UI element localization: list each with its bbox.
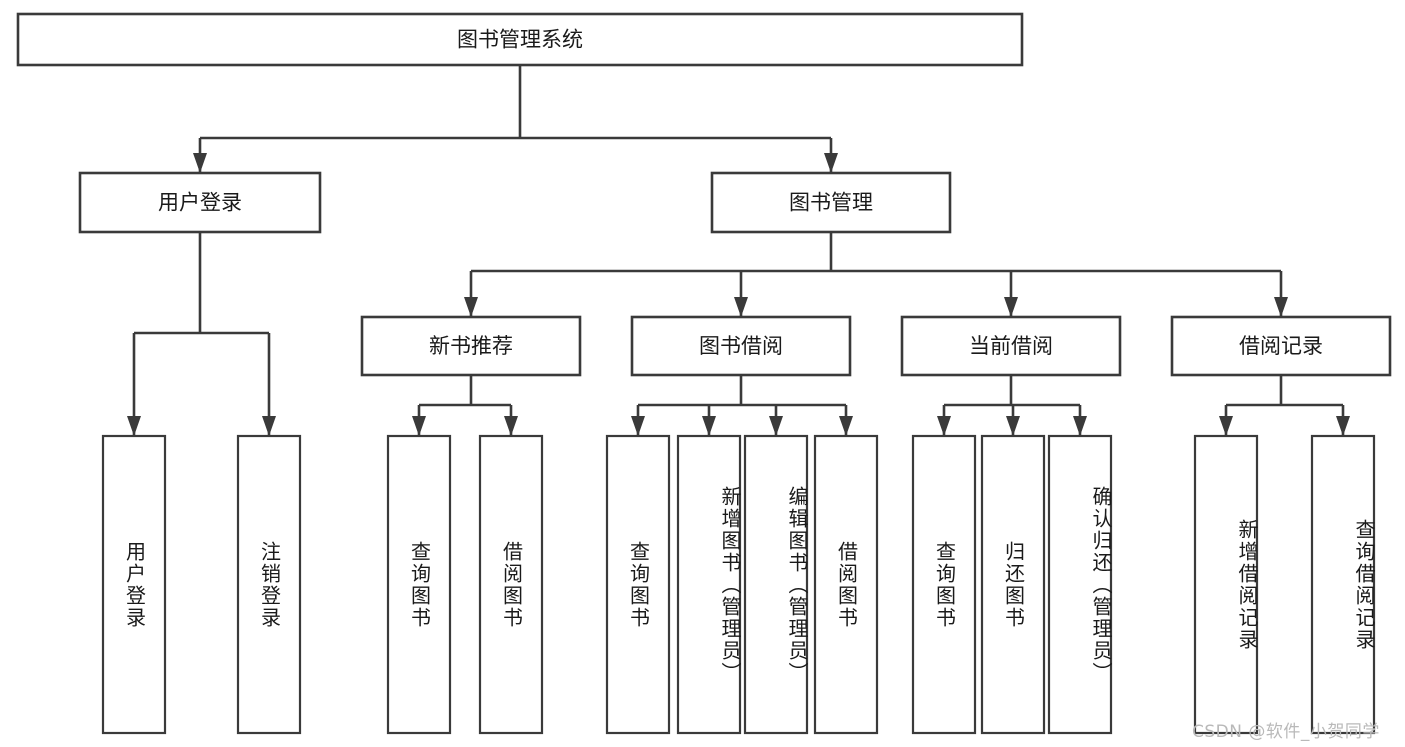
node-leaf-return-book-box[interactable]: [980, 434, 1046, 735]
arrow-down-icon-leaf-add-book: [702, 416, 716, 436]
node-leaf-borrow-book-1-box[interactable]: [478, 434, 544, 735]
node-book-manage-label: 图书管理: [789, 191, 873, 215]
arrow-down-icon-leaf-return-book: [1006, 416, 1020, 436]
arrowheads-layer: [127, 153, 1350, 436]
node-user-login-label: 用户登录: [158, 191, 242, 215]
node-current-borrow-box[interactable]: [900, 315, 1122, 377]
arrow-down-icon-level3-0: [464, 297, 478, 317]
node-current-borrow-label: 当前借阅: [969, 334, 1053, 358]
node-root-box[interactable]: [16, 12, 1024, 67]
node-leaf-query-book-2-box[interactable]: [605, 434, 671, 735]
node-new-book-rec-box[interactable]: [360, 315, 582, 377]
arrow-down-icon-leaf-add-record: [1219, 416, 1233, 436]
arrow-down-icon-level2-1: [824, 153, 838, 173]
arrow-down-icon-level3-3: [1274, 297, 1288, 317]
node-leaf-user-login-box[interactable]: [101, 434, 167, 735]
arrow-down-icon-leaf-borrow-book-1: [504, 416, 518, 436]
node-root-label: 图书管理系统: [457, 28, 583, 52]
node-leaf-borrow-book-2-box[interactable]: [813, 434, 879, 735]
arrow-down-icon-leaf-confirm-return: [1073, 416, 1087, 436]
arrow-down-icon-leaf-query-book-2: [631, 416, 645, 436]
arrow-down-icon-leaf-user-login: [127, 416, 141, 436]
node-leaf-query-book-1-box[interactable]: [386, 434, 452, 735]
watermark: CSDN @软件_小贺同学: [1192, 722, 1380, 742]
node-user-login-box[interactable]: [78, 171, 322, 234]
arrow-down-icon-level3-2: [1004, 297, 1018, 317]
arrow-down-icon-leaf-query-book-1: [412, 416, 426, 436]
node-leaf-edit-book-box[interactable]: [743, 434, 809, 735]
arrow-down-icon-leaf-query-book-3: [937, 416, 951, 436]
node-book-borrow-label: 图书借阅: [699, 334, 783, 358]
node-leaf-query-book-3-box[interactable]: [911, 434, 977, 735]
arrow-down-icon-level2-0: [193, 153, 207, 173]
node-leaf-add-book-box[interactable]: [676, 434, 742, 735]
node-borrow-record-label: 借阅记录: [1239, 334, 1323, 358]
arrow-down-icon-leaf-query-record: [1336, 416, 1350, 436]
node-leaf-confirm-return-box[interactable]: [1047, 434, 1113, 735]
node-leaf-add-record-box[interactable]: [1193, 434, 1259, 735]
node-book-manage-box[interactable]: [710, 171, 952, 234]
arrow-down-icon-leaf-borrow-book-2: [839, 416, 853, 436]
node-leaf-user-logout-box[interactable]: [236, 434, 302, 735]
node-leaf-query-record-box[interactable]: [1310, 434, 1376, 735]
arrow-down-icon-leaf-edit-book: [769, 416, 783, 436]
node-book-borrow-box[interactable]: [630, 315, 852, 377]
arrow-down-icon-level3-1: [734, 297, 748, 317]
node-new-book-rec-label: 新书推荐: [429, 334, 513, 358]
connectors-layer: [132, 65, 1345, 436]
arrow-down-icon-leaf-user-logout: [262, 416, 276, 436]
node-borrow-record-box[interactable]: [1170, 315, 1392, 377]
